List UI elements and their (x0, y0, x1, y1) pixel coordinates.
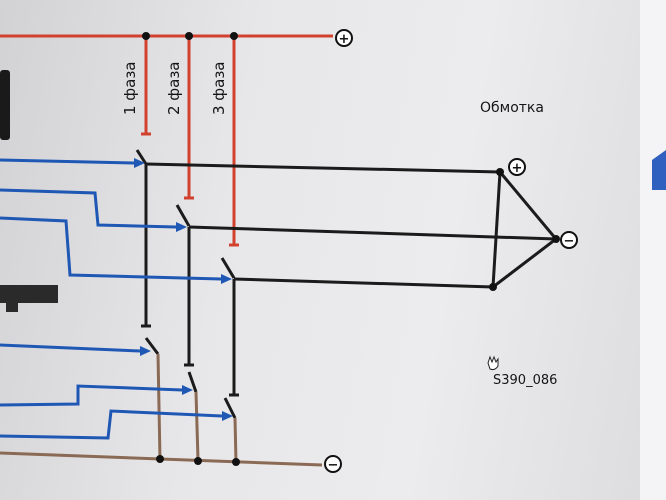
hand-cursor-icon (487, 355, 499, 371)
control-signal-lower-1 (0, 343, 141, 353)
winding-triangle (491, 168, 559, 291)
bezel-object-bottom (0, 285, 58, 303)
junction-dot (232, 458, 240, 466)
upper-switch-2 (175, 204, 191, 227)
control-signal-upper-1 (0, 158, 135, 165)
junction-dot (194, 457, 202, 465)
lower-switch-3 (223, 397, 237, 419)
bezel-object-tab (6, 300, 18, 312)
upper-switch-1 (135, 149, 148, 165)
junction-dot (230, 32, 238, 40)
phase-3-label: 3 фаза (210, 62, 228, 116)
figure-id-label: S390_086 (493, 373, 557, 388)
winding-node-3 (489, 283, 497, 291)
screen-edge (640, 0, 666, 500)
control-signal-lower-2 (0, 384, 183, 407)
ground-leg-2 (194, 391, 200, 461)
winding-plus-terminal-icon (508, 158, 526, 176)
arrow-icon (176, 222, 187, 232)
arrow-icon (182, 385, 193, 395)
arrow-icon (134, 158, 145, 168)
ground-minus-symbol: − (328, 458, 339, 473)
conductor-phase-1 (145, 162, 501, 174)
winding-label: Обмотка (480, 100, 544, 116)
arrow-icon (222, 411, 233, 421)
winding-minus-symbol: − (564, 234, 575, 249)
plus-terminal-symbol: + (339, 32, 350, 47)
ground-leg-3 (233, 417, 238, 463)
junction-dot (156, 455, 164, 463)
control-signal-upper-2 (0, 188, 177, 229)
winding-plus-symbol: + (512, 161, 523, 176)
conductor-phase-2 (188, 225, 557, 241)
ground-leg-1 (156, 353, 162, 461)
ground-minus-terminal-icon (324, 455, 342, 473)
lower-switch-1 (144, 337, 160, 355)
phase-2-label: 2 фаза (165, 62, 183, 116)
upper-switch-3 (220, 257, 236, 279)
bezel-object-top (0, 70, 10, 140)
junction-dot (142, 32, 150, 40)
winding-node-2 (552, 235, 560, 243)
arrow-icon (140, 346, 151, 356)
winding-node-1 (496, 168, 504, 176)
junction-dot (185, 32, 193, 40)
lower-switch-2 (187, 371, 198, 393)
control-signal-upper-3 (0, 216, 222, 281)
conductor-phase-3 (233, 277, 494, 289)
arrow-icon (221, 274, 232, 284)
control-signal-lower-3 (0, 409, 223, 440)
blue-accent-shape (652, 150, 666, 190)
winding-minus-terminal-icon (560, 231, 578, 249)
plus-terminal-icon (335, 29, 353, 47)
phase-1-label: 1 фаза (121, 62, 139, 116)
